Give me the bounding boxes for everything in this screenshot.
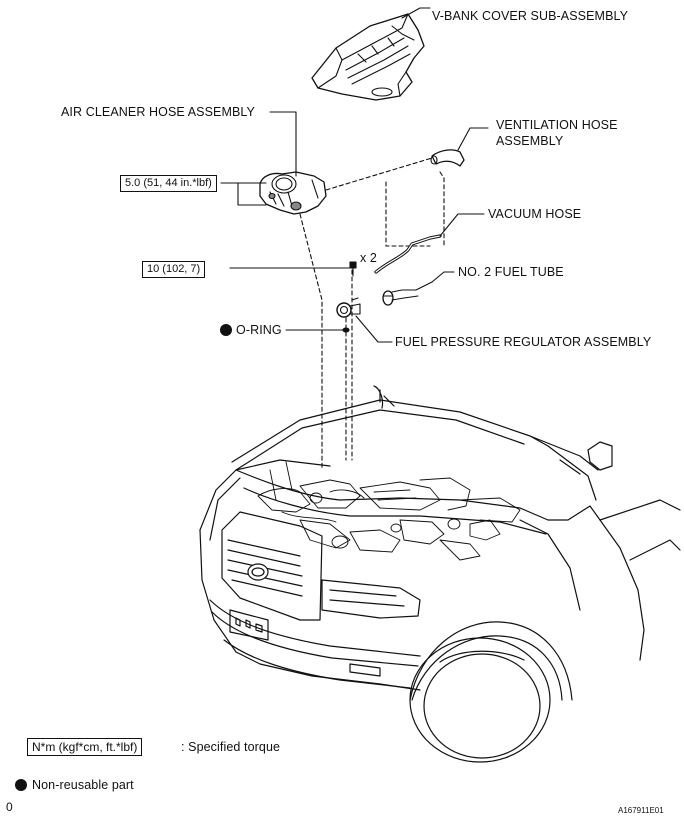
engine-compartment [257,461,521,561]
leader-fuel-tube [431,271,455,283]
air-cleaner-hose-part [259,171,327,215]
vacuum-hose-part [374,234,442,274]
label-qty: x 2 [360,251,377,265]
leader-vbank [401,7,431,19]
label-ventilation-hose-line1: VENTILATION HOSE [496,118,618,132]
legend-torque-box: N*m (kgf*cm, ft.*lbf) [27,738,143,756]
figure-id: A167911E01 [618,806,664,815]
corner-mark: 0 [6,800,13,814]
label-vbank-cover: V-BANK COVER SUB-ASSEMBLY [432,9,629,23]
leader-vacuum [439,213,485,237]
leader-regulator [355,315,393,343]
leader-air-cleaner [269,111,297,177]
legend-nonreusable-text: Non-reusable part [32,778,134,792]
legend-torque-text: : Specified torque [181,740,281,754]
o-ring-dot-icon [220,324,232,336]
fuel-tube-part [382,281,433,306]
label-vacuum-hose: VACUUM HOSE [488,207,582,221]
label-fuel-tube: NO. 2 FUEL TUBE [458,265,564,279]
torque-box-air-cleaner: 5.0 (51, 44 in.*lbf) [120,175,217,192]
label-regulator: FUEL PRESSURE REGULATOR ASSEMBLY [395,335,652,349]
torque-box-regulator-bolt: 10 (102, 7) [142,261,206,278]
ventilation-hose-part [430,149,465,167]
leader-ventilation [457,127,489,151]
bolt-part [349,261,357,277]
label-air-cleaner-hose: AIR CLEANER HOSE ASSEMBLY [61,105,255,119]
label-o-ring: O-RING [220,323,282,337]
alignment-lines [299,157,445,471]
vbank-cover-part [311,13,425,101]
legend-dot [15,779,27,791]
label-o-ring-text: O-RING [236,323,282,337]
regulator-part [336,297,361,318]
label-ventilation-hose-line2: ASSEMBLY [496,134,564,148]
vehicle-illustration [199,385,681,763]
torque-bracket-air-cleaner [220,182,267,206]
